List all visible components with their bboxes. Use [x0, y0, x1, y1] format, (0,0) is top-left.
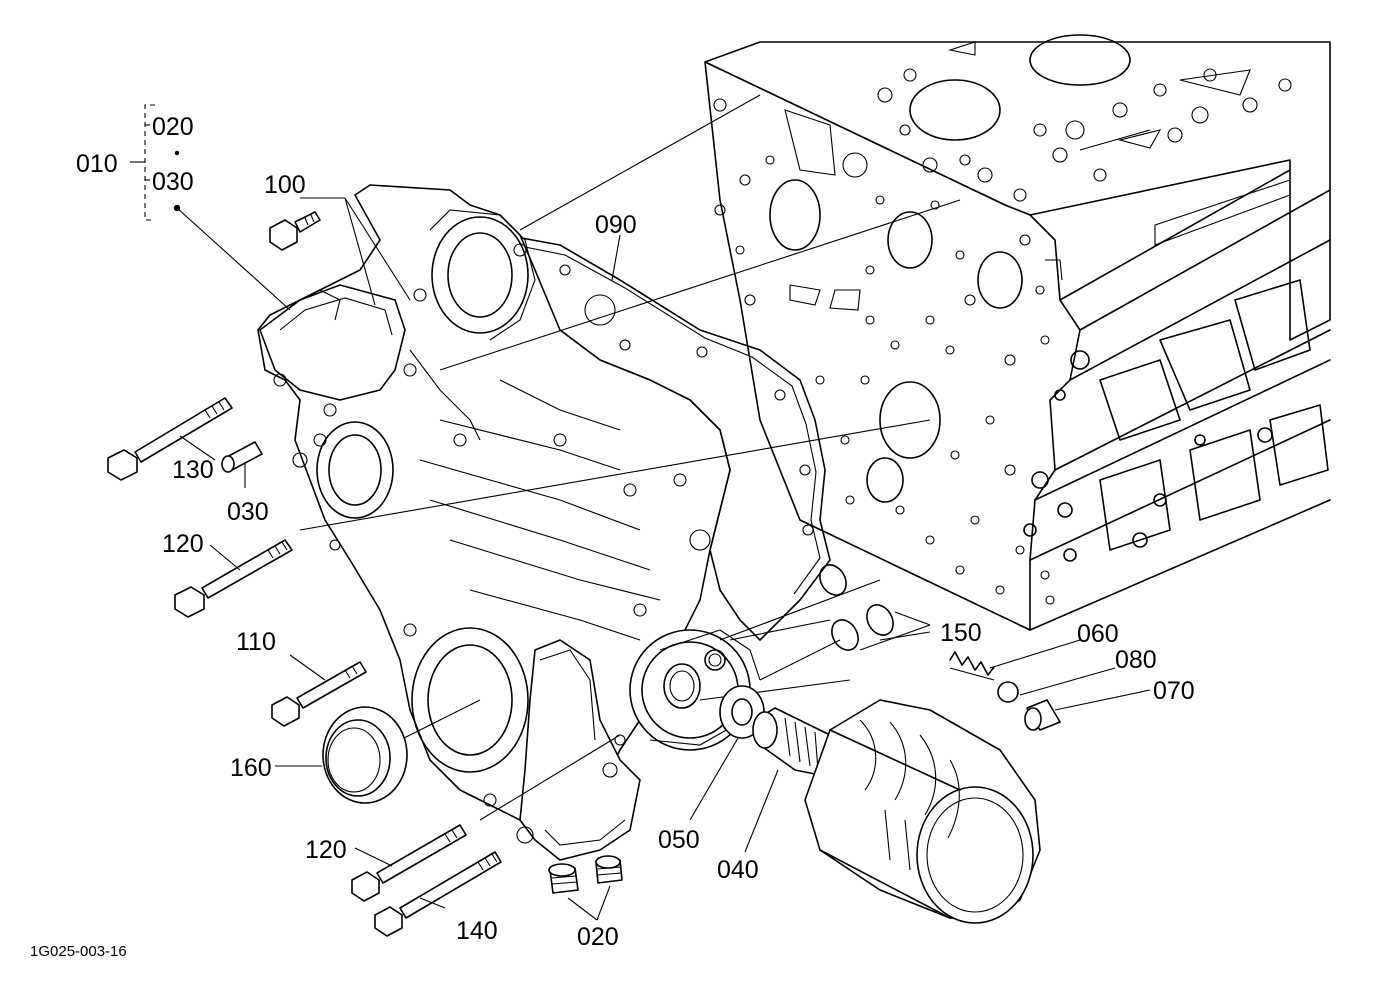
pin-030 — [221, 441, 263, 473]
oil-filter-cartridge — [804, 699, 1041, 924]
bolt-130 — [107, 397, 233, 481]
gear-case-010 — [257, 184, 731, 861]
callout-160: 160 — [230, 754, 272, 782]
bolt-140 — [374, 851, 502, 937]
callout-150: 150 — [940, 619, 982, 647]
callout-030-top: 030 — [152, 168, 194, 196]
document-id: 1G025-003-16 — [30, 943, 127, 960]
callout-070: 070 — [1153, 677, 1195, 705]
bracket-010 — [130, 104, 181, 221]
callout-labels: 010 020 030 100 090 130 030 120 110 160 … — [30, 113, 1195, 960]
callout-040: 040 — [717, 856, 759, 884]
callout-020-bottom: 020 — [577, 923, 619, 951]
bolt-110 — [271, 661, 367, 727]
callout-100: 100 — [264, 171, 306, 199]
callout-030: 030 — [227, 498, 269, 526]
leader-lines — [176, 197, 1151, 921]
callout-120-upper: 120 — [162, 530, 204, 558]
bolt-120-upper — [174, 539, 293, 618]
callout-010: 010 — [76, 150, 118, 178]
plug-020 — [548, 855, 623, 894]
bolt-120-lower — [351, 824, 467, 902]
callout-080: 080 — [1115, 646, 1157, 674]
callout-120-lower: 120 — [305, 836, 347, 864]
oil-seal-160 — [322, 706, 408, 804]
callout-130: 130 — [172, 456, 214, 484]
callout-090: 090 — [595, 211, 637, 239]
callout-060: 060 — [1077, 620, 1119, 648]
callout-020-top: 020 — [152, 113, 194, 141]
ball-080 — [997, 681, 1019, 703]
spring-060 — [949, 651, 995, 681]
bolt-100 — [269, 211, 321, 251]
callout-110: 110 — [236, 628, 276, 656]
callout-140: 140 — [456, 917, 498, 945]
o-ring-150 — [819, 564, 894, 651]
engine-block — [704, 34, 1331, 631]
callout-050: 050 — [658, 826, 700, 854]
plug-070 — [1024, 699, 1061, 731]
